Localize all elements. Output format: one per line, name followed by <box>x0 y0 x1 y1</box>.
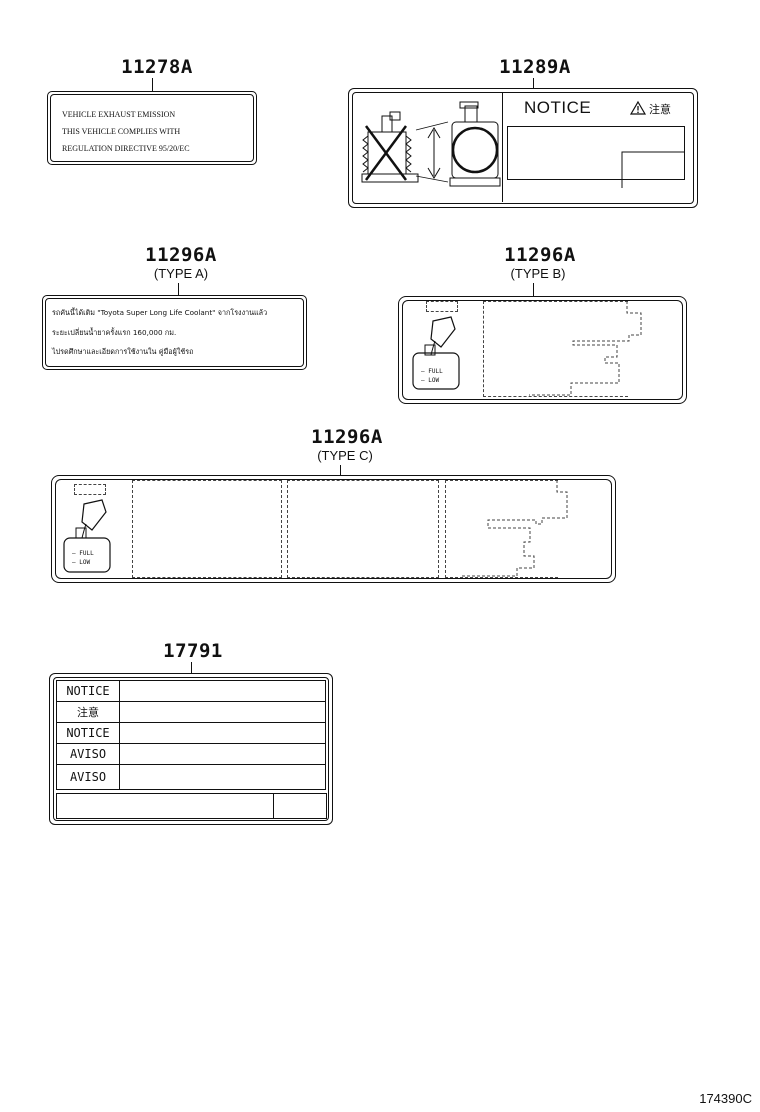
label-11296a-type-c: — FULL — LOW <box>51 475 616 583</box>
notice-row-field-2 <box>119 701 326 723</box>
notice-row-label-3: NOTICE <box>56 722 120 744</box>
notice-row-label-1: NOTICE <box>56 680 120 702</box>
part-number-11296a-type-c: 11296A <box>311 426 383 448</box>
notice-row-label-5: AVISO <box>56 764 120 790</box>
label-11289a: NOTICE 注意 <box>348 88 698 208</box>
label-11296a-type-a: รถคันนี้ได้เติม "Toyota Super Long Life … <box>42 295 307 370</box>
notice-panel-divider <box>502 92 503 202</box>
notice-row-field-5 <box>119 764 326 790</box>
text-panel-c-1 <box>132 480 282 578</box>
logo-placeholder-b <box>426 301 458 312</box>
text-area-b-step <box>529 301 642 396</box>
low-mark-c: — LOW <box>72 559 91 566</box>
part-number-17791: 17791 <box>163 640 223 662</box>
cap-pressure-illustration <box>361 101 501 187</box>
notice-title: NOTICE <box>524 98 592 117</box>
notice-table: NOTICE 注意 NOTICE AVISO AVISO <box>56 680 326 790</box>
type-label-b: (TYPE B) <box>510 266 566 281</box>
catalog-code: 174390C <box>699 1091 752 1106</box>
leader-line-11278a <box>152 78 153 91</box>
label-11278a-line-2: THIS VEHICLE COMPLIES WITH <box>62 127 181 136</box>
logo-placeholder-c <box>74 484 106 495</box>
footer-cell-left <box>56 793 274 819</box>
notice-text-area-step <box>621 151 685 188</box>
text-panel-c-3 <box>445 480 558 578</box>
part-number-11296a-type-b: 11296A <box>504 244 576 266</box>
label-11278a-line-1: VEHICLE EXHAUST EMISSION <box>62 110 176 119</box>
warning-text: 注意 <box>649 103 671 116</box>
leader-line-17791 <box>191 662 192 673</box>
full-mark-c: — FULL <box>72 550 94 557</box>
coolant-bottle-icon <box>63 499 111 573</box>
low-mark-b: — LOW <box>421 377 440 384</box>
type-label-c: (TYPE C) <box>317 448 373 463</box>
thai-line-3: ไปรดศึกษาและเอียดการใช้งานใน คู่มือผู้ใช… <box>52 347 194 356</box>
warning-triangle-icon <box>629 100 647 115</box>
text-panel-c-3-step <box>462 480 568 577</box>
notice-row-label-4: AVISO <box>56 743 120 765</box>
notice-row-field-1 <box>119 680 326 702</box>
part-number-11289a: 11289A <box>499 56 571 78</box>
notice-row-field-3 <box>119 722 326 744</box>
label-11278a-line-3: REGULATION DIRECTIVE 95/20/EC <box>62 144 190 153</box>
leader-line-11296a-type-a <box>178 283 179 295</box>
label-11296a-type-b: — FULL — LOW <box>398 296 687 404</box>
leader-line-11296a-type-b <box>533 283 534 296</box>
text-area-b <box>483 301 628 397</box>
footer-cell-right <box>273 793 327 819</box>
text-panel-c-2 <box>287 480 439 578</box>
part-number-11296a-type-a: 11296A <box>145 244 217 266</box>
leader-line-11289a <box>533 78 534 88</box>
type-label-a: (TYPE A) <box>153 266 209 281</box>
label-17791: NOTICE 注意 NOTICE AVISO AVISO <box>49 673 333 825</box>
thai-line-2: ระยะเปลี่ยนน้ำยาครั้งแรก 160,000 กม. <box>52 328 177 337</box>
notice-row-label-2: 注意 <box>56 701 120 723</box>
coolant-bottle-icon <box>412 316 460 390</box>
thai-line-1: รถคันนี้ได้เติม "Toyota Super Long Life … <box>52 308 268 317</box>
notice-text-area <box>507 126 685 180</box>
label-11278a: VEHICLE EXHAUST EMISSION THIS VEHICLE CO… <box>47 91 257 165</box>
notice-row-field-4 <box>119 743 326 765</box>
part-number-11278a: 11278A <box>121 56 193 78</box>
full-mark-b: — FULL <box>421 368 443 375</box>
leader-line-11296a-type-c <box>340 465 341 475</box>
